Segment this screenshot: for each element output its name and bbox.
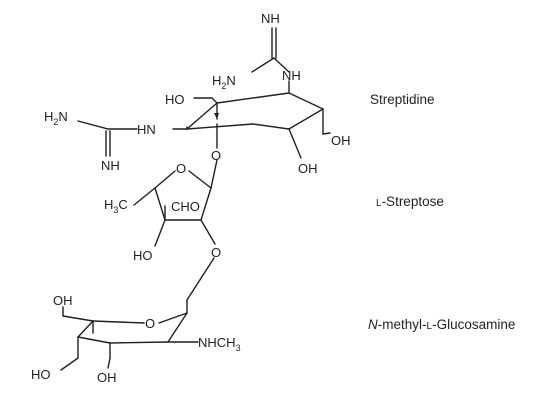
lower-guanidine [77,120,138,157]
streptidine-ring [172,80,331,159]
atom-nh-imine-top: NH [261,11,280,26]
atom-nh-right: NH [282,68,301,83]
atom-ho-streptose: HO [133,248,153,263]
atom-labels: NH H2N NH HO H2N HN NH OH OH O O H3C CHO… [31,11,351,385]
streptose-ring [133,159,218,247]
atom-cho: CHO [171,199,200,214]
atom-oh-glucosamine-bottom: OH [97,370,117,385]
atom-oh-right: OH [331,133,351,148]
label-glucosamine: N-methyl-L-Glucosamine [368,317,515,332]
atom-h2n-top: H2N [212,73,236,91]
atom-ho-glucosamine: HO [31,367,51,382]
atom-hn-left: HN [137,122,156,137]
label-streptose: L-Streptose [376,194,444,209]
upper-guanidine [251,27,290,73]
atom-nhch3: NHCH3 [198,335,241,353]
atom-o-link-2: O [211,245,221,260]
atom-h3c: H3C [104,197,128,215]
atom-o-ring-streptose: O [176,161,186,176]
label-streptidine: Streptidine [370,92,435,107]
moiety-labels: Streptidine L-Streptose N-methyl-L-Gluco… [368,92,515,332]
atom-o-link-1: O [211,148,221,163]
atom-oh-glucosamine: OH [53,293,73,308]
glucosamine-ring [60,299,199,371]
atom-oh-bottom: OH [298,161,318,176]
atom-nh-imine-left: NH [101,158,120,173]
atom-ho-top: HO [165,92,185,107]
atom-o-ring-glucosamine: O [145,316,155,331]
atom-h2n-left: H2N [44,109,68,127]
glycosidic-link [186,257,215,301]
